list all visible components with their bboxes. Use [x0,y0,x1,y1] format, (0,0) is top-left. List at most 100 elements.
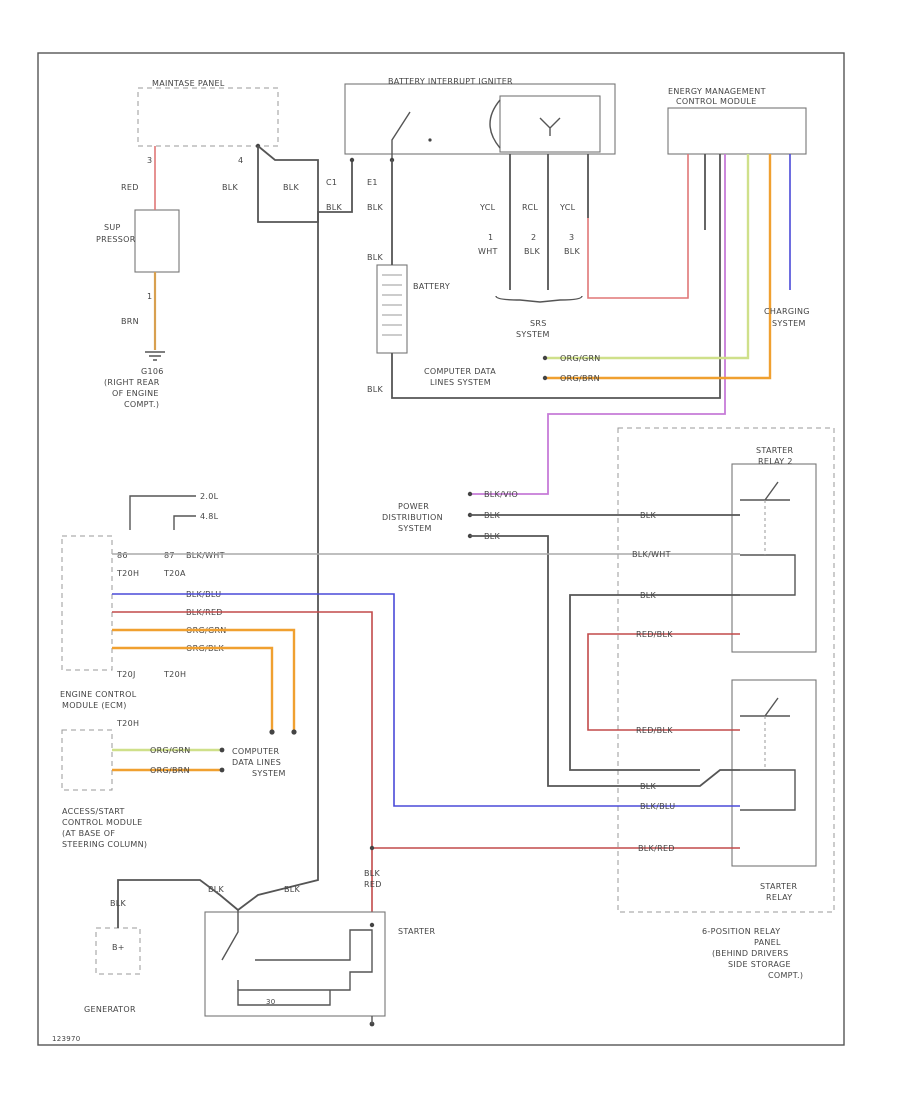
battery-switch [391,111,411,160]
engine-2-0l: 2.0L [200,492,219,501]
connector-t20j: T20J [116,670,136,679]
pin-label: 1 [488,233,493,242]
ecm-label-2: MODULE (ECM) [62,701,127,710]
wire-blk-panel-loop [257,145,319,212]
srs-label: SRS [530,319,547,328]
charging-label: CHARGING [764,307,810,316]
starter-relay-label: STARTER [760,882,798,891]
wire-pur-emcm [470,154,726,495]
relay-panel-label-2: PANEL [754,938,781,947]
computer-data-lines-mid: COMPUTER [232,747,280,756]
starter-solenoid [237,929,373,1006]
wire-label-blk: BLK [640,511,657,520]
computer-data-lines-top-2: LINES SYSTEM [430,378,491,387]
wire-label-wht: WHT [478,247,498,256]
g106-note: COMPT.) [124,400,159,409]
wire-red-srs-emcm [587,154,689,299]
wire-label-org-brn: ORG/BRN [150,766,190,775]
ecm-pin: 86 [117,551,128,560]
footer-id: 123970 [52,1035,81,1043]
computer-data-lines-top: COMPUTER DATA [424,367,496,376]
wire-label-ycl: YCL [559,203,576,212]
maintenance-panel [137,87,279,147]
motor-label: 30 [266,998,276,1006]
wire-label-blk: BLK [222,183,239,192]
starter-switch [221,910,239,990]
engine-control-module [61,535,113,671]
wire-label-blk: BLK [283,183,300,192]
battery-label: BATTERY [413,282,450,291]
access-label: ACCESS/START [62,807,125,816]
wire-label-red: RED [364,880,382,889]
wire-blk-generator [117,879,239,928]
connector-t20h: T20H [116,719,139,728]
connector-e1: E1 [367,178,378,187]
wire-label-rcl: RCL [522,203,538,212]
wire-label-blk: BLK [367,203,384,212]
starter [204,911,386,1017]
computer-data-lines-mid-3: SYSTEM [252,769,286,778]
g106-note: OF ENGINE [112,389,159,398]
wire-label-blk: BLK [367,253,384,262]
wire-label-brn: BRN [121,317,139,326]
access-label-2: CONTROL MODULE [62,818,143,827]
wire-label-red: RED [121,183,139,192]
access-label-3: (AT BASE OF [62,829,115,838]
wire-label-blk: BLK [564,247,581,256]
pin-label: 3 [569,233,574,242]
battery-cells [382,274,402,336]
ecm-label: ENGINE CONTROL [60,690,137,699]
wire-redblk-relay [587,633,740,731]
wire-label-blk-wht: BLK/WHT [632,550,671,559]
generator-label: GENERATOR [84,1005,136,1014]
power-distribution-label-3: SYSTEM [398,524,432,533]
battery-interrupt-igniter-label: BATTERY INTERRUPT IGNITER [388,77,513,86]
wire-label-blk: BLK [208,885,225,894]
wire-blk-pd-relay1 [470,535,740,787]
diagram-frame [37,52,845,1046]
wire-label-blk: BLK [367,385,384,394]
maintenance-panel-label: MAINTASE PANEL [152,79,225,88]
sup-pressor-label-1: SUP [104,223,121,232]
connector-t20a: T20A [163,569,186,578]
energy-management-label-2: CONTROL MODULE [676,97,757,106]
relay-panel-label-4: SIDE STORAGE [728,960,791,969]
wire-label-blk: BLK [284,885,301,894]
relay-panel-label: 6-POSITION RELAY [702,927,780,936]
starter-relay-label-2: RELAY [766,893,793,902]
starter-label: STARTER [398,927,436,936]
igniter-lens [489,99,501,149]
wire-red-ecm [112,611,373,925]
ground-symbol [145,351,165,361]
access-label-4: STEERING COLUMN) [62,840,147,849]
wire-org-emcm [545,154,772,380]
relay-panel [617,427,835,913]
wire-label-org-grn: ORG/GRN [150,746,191,755]
starter-relay-2-label-2: RELAY 2 [758,457,793,466]
relay-coil [740,769,796,811]
g106-label: G106 [141,367,164,376]
wire-label-org-brn: ORG/BRN [560,374,600,383]
relay-panel-label-5: COMPT.) [768,971,803,980]
relay-panel-label-3: (BEHIND DRIVERS [712,949,788,958]
wire-label-blk-wht: BLK/WHT [186,551,225,560]
computer-data-lines-mid-2: DATA LINES [232,758,281,767]
wire-label-blk: BLK [640,591,657,600]
igniter-element [499,95,601,153]
sup-pressor-label-2: PRESSOR [96,235,136,244]
ecm-pin: 87 [164,551,175,560]
power-distribution-label-2: DISTRIBUTION [382,513,443,522]
starter-relay [731,679,817,867]
energy-management-module [667,107,807,155]
wire-label-blk-blu: BLK/BLU [640,802,675,811]
wire-blu-ecm [112,593,740,807]
wire-label-blk: BLK [364,869,381,878]
wire-label-blk-vio: BLK/VIO [484,490,518,499]
pin-label: 2 [531,233,536,242]
relay-2-coil [740,554,796,596]
generator-bplus: B+ [112,943,125,952]
pin-label: 3 [147,156,152,165]
g106-note: (RIGHT REAR [104,378,160,387]
wire-org-ecm-1 [112,628,296,730]
